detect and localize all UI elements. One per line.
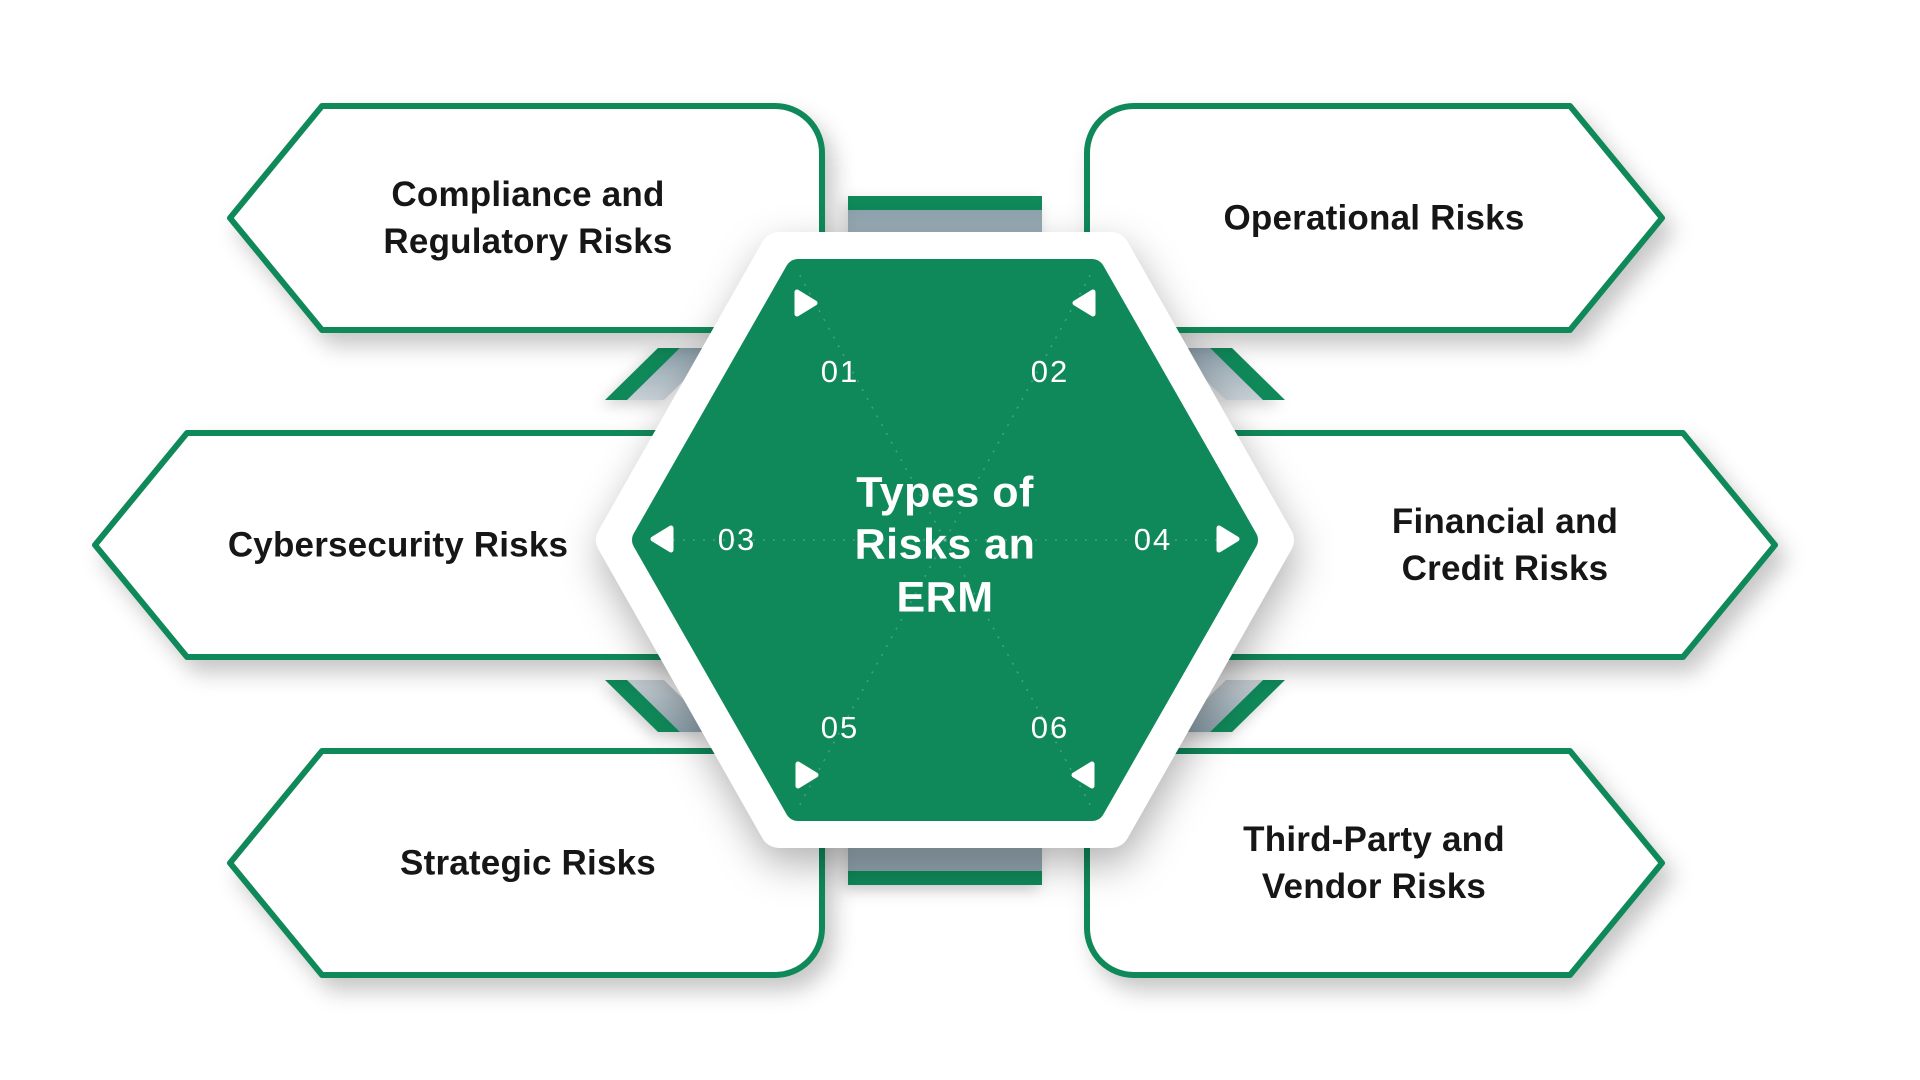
label-line: Vendor Risks xyxy=(1261,867,1487,906)
connector-lower-right xyxy=(1173,680,1285,732)
arrow-right-icon xyxy=(1216,525,1240,553)
connector-lower-left-body xyxy=(627,680,717,732)
connector-upper-left-body xyxy=(627,348,717,400)
hexagon-title-line: ERM xyxy=(896,573,994,622)
hexagon-title-line: Types of xyxy=(856,468,1034,517)
label-line: Credit Risks xyxy=(1401,549,1609,588)
connector-top-band xyxy=(848,196,1042,210)
vertex-number-01: 01 xyxy=(820,354,860,389)
label-line: Operational Risks xyxy=(1223,198,1525,238)
vertex-number-04: 04 xyxy=(1133,522,1173,557)
central-hexagon xyxy=(596,232,1294,848)
connector-lower-right-body xyxy=(1173,680,1263,732)
vertex-number-02: 02 xyxy=(1030,354,1070,389)
label-line: Strategic Risks xyxy=(400,843,656,883)
label-cybersecurity-risks: Cybersecurity Risks xyxy=(228,521,568,568)
hexagon-green-body xyxy=(632,259,1258,821)
label-line: Third-Party and xyxy=(1243,819,1505,859)
label-strategic-risks: Strategic Risks xyxy=(400,839,656,886)
arrow-left-icon xyxy=(1072,289,1096,317)
hexagon-title-line: Risks an xyxy=(854,520,1036,569)
arrow-left-icon xyxy=(1071,761,1095,789)
connector-upper-left xyxy=(605,348,717,400)
connector-lower-left xyxy=(605,680,717,732)
vertex-number-03: 03 xyxy=(717,522,757,557)
connector-lower-left-band xyxy=(605,680,680,732)
label-compliance-regulatory-risks: Compliance and Regulatory Risks xyxy=(383,171,672,266)
connector-upper-left-band xyxy=(605,348,680,400)
connector-upper-right-band xyxy=(1210,348,1285,400)
vertex-arrows xyxy=(650,289,1240,789)
arrow-right-icon xyxy=(794,289,818,317)
risk-boxes xyxy=(92,103,1778,978)
label-line: Compliance and xyxy=(391,174,665,214)
label-line: Financial and xyxy=(1391,501,1619,541)
connector-upper-right xyxy=(1173,348,1285,400)
connector-bottom-band xyxy=(848,871,1042,885)
vertex-number-06: 06 xyxy=(1030,710,1070,745)
label-operational-risks: Operational Risks xyxy=(1223,194,1524,241)
label-financial-credit-risks: Financial and Credit Risks xyxy=(1392,498,1618,593)
connector-upper-right-body xyxy=(1173,348,1263,400)
hexagon-title: Types of Risks an ERM xyxy=(855,466,1036,623)
arrow-right-icon xyxy=(795,761,819,789)
connector-lower-right-band xyxy=(1210,680,1285,732)
arrow-left-icon xyxy=(650,525,674,553)
label-line: Cybersecurity Risks xyxy=(227,525,569,565)
hexagon-guide-lines xyxy=(645,271,1245,809)
label-third-party-vendor-risks: Third-Party and Vendor Risks xyxy=(1243,816,1505,911)
vertex-number-05: 05 xyxy=(820,710,860,745)
label-line: Regulatory Risks xyxy=(383,222,673,261)
